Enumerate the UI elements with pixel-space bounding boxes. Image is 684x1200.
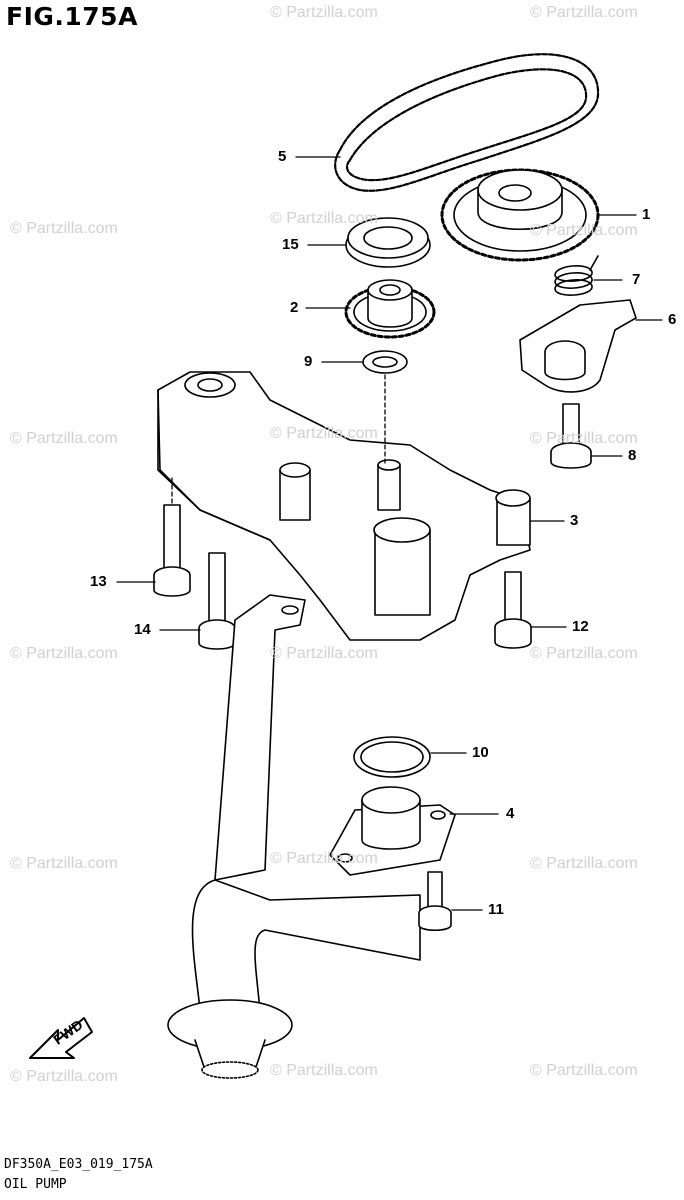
leader-lines xyxy=(116,156,663,911)
watermark: © Partzilla.com xyxy=(270,645,378,662)
watermark: © Partzilla.com xyxy=(530,4,638,21)
watermark: © Partzilla.com xyxy=(10,430,118,447)
spring xyxy=(554,255,599,296)
callout-6: 6 xyxy=(668,311,677,328)
bolt-12 xyxy=(494,571,532,649)
watermark: © Partzilla.com xyxy=(10,1068,118,1085)
callout-7: 7 xyxy=(632,271,641,288)
watermark: © Partzilla.com xyxy=(530,222,638,239)
tensioner-arm xyxy=(519,299,637,393)
callout-10: 10 xyxy=(472,744,489,761)
watermark: © Partzilla.com xyxy=(270,850,378,867)
diagram-name: OIL PUMP xyxy=(4,1177,67,1192)
timing-chain xyxy=(334,53,600,192)
oil-pump-body xyxy=(157,371,531,641)
callout-9: 9 xyxy=(304,353,313,370)
callout-4: 4 xyxy=(506,805,515,822)
watermark: © Partzilla.com xyxy=(530,1062,638,1079)
diagram-code: DF350A_E03_019_175A xyxy=(4,1157,153,1172)
figure-title: FIG.175A xyxy=(6,2,138,31)
watermark: © Partzilla.com xyxy=(270,210,378,227)
callout-1: 1 xyxy=(642,206,651,223)
callout-3: 3 xyxy=(570,512,579,529)
callout-12: 12 xyxy=(572,618,589,635)
watermark: © Partzilla.com xyxy=(530,645,638,662)
callout-14: 14 xyxy=(134,621,151,638)
bolt-14 xyxy=(198,552,236,650)
callout-5: 5 xyxy=(278,148,287,165)
callout-11: 11 xyxy=(488,901,504,918)
sprocket-gear-1 xyxy=(440,168,600,262)
fwd-arrow-icon xyxy=(29,1017,93,1059)
callout-2: 2 xyxy=(290,299,299,316)
flange-4 xyxy=(329,786,456,876)
bolt-8 xyxy=(550,403,592,469)
washer xyxy=(362,350,408,374)
watermark: © Partzilla.com xyxy=(270,425,378,442)
watermark: © Partzilla.com xyxy=(10,645,118,662)
o-ring xyxy=(353,736,431,778)
watermark: © Partzilla.com xyxy=(270,1062,378,1079)
callout-13: 13 xyxy=(90,573,107,590)
watermark: © Partzilla.com xyxy=(530,430,638,447)
watermark: © Partzilla.com xyxy=(10,855,118,872)
callout-15: 15 xyxy=(282,236,299,253)
sprocket-gear-2 xyxy=(344,279,436,339)
oil-strainer-pipe xyxy=(167,594,421,1079)
callout-8: 8 xyxy=(628,447,637,464)
watermark: © Partzilla.com xyxy=(270,4,378,21)
watermark: © Partzilla.com xyxy=(530,855,638,872)
bolt-11 xyxy=(418,871,452,932)
watermark: © Partzilla.com xyxy=(10,220,118,237)
bolt-13 xyxy=(153,504,191,597)
